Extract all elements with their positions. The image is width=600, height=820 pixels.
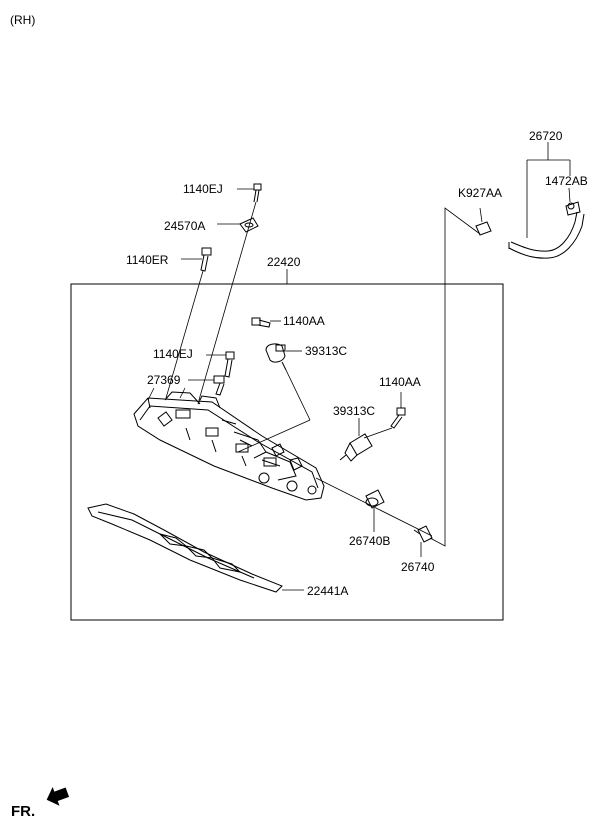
label-pcv-valve: 26740	[401, 560, 435, 574]
label-bolt-aa-upper: 1140AA	[283, 314, 325, 328]
label-cover-assembly: 22420	[267, 255, 301, 269]
front-label: FR.	[11, 803, 35, 820]
grommet	[365, 489, 385, 532]
label-bolt-aa-right: 1140AA	[379, 375, 421, 389]
label-sensor-lower: 39313C	[333, 404, 375, 418]
label-hose-assembly: 26720	[529, 129, 563, 143]
label-clamp-ab: 1472AB	[545, 174, 588, 188]
bolt-er	[181, 247, 212, 272]
cam-sensor-upper	[237, 343, 311, 453]
front-arrow-icon	[46, 786, 70, 806]
bolt-ej-lower	[206, 351, 235, 378]
label-gasket: 22441A	[307, 584, 348, 598]
top-bolt	[237, 183, 262, 203]
label-bolt-ej-lower: 1140EJ	[153, 347, 193, 361]
hose-callout-bracket	[526, 142, 571, 238]
cam-sensor-lower	[339, 418, 393, 462]
label-bolt-top: 1140EJ	[183, 182, 223, 196]
pcv-valve	[413, 525, 433, 557]
label-bracket: 24570A	[164, 219, 205, 233]
bolt-aa-right	[390, 392, 406, 429]
variant-label: (RH)	[10, 13, 35, 27]
breather-hose	[475, 187, 585, 259]
bolt-aa-upper	[251, 317, 281, 328]
cam-bracket	[217, 217, 259, 233]
assembly-frame	[70, 283, 504, 621]
label-sensor-upper: 39313C	[305, 344, 347, 358]
pcv-hose-leader	[429, 207, 481, 547]
cam-cover	[133, 391, 325, 501]
label-plug: 27369	[147, 373, 181, 387]
label-grommet: 26740B	[349, 534, 390, 548]
plug-27369	[147, 375, 225, 401]
label-clamp-k: K927AA	[458, 186, 502, 200]
cover-gasket	[87, 503, 304, 593]
label-bolt-er: 1140ER	[126, 253, 169, 267]
